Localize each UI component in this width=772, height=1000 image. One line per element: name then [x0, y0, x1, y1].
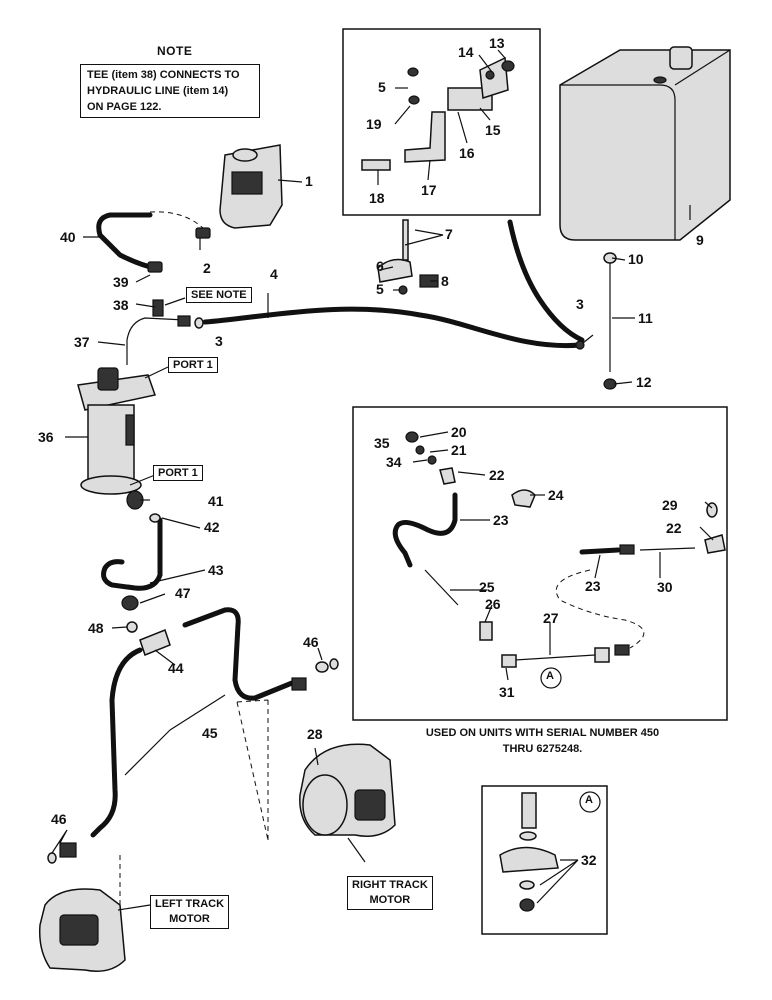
serial-caption-line-1: USED ON UNITS WITH SERIAL NUMBER 450	[425, 727, 660, 739]
detail-a-letter-main: A	[546, 670, 554, 682]
callout-16: 16	[459, 145, 475, 161]
serial-caption-line-2: THRU 6275248.	[502, 743, 583, 755]
hydraulic-tank	[559, 46, 731, 241]
port-1-label-bottom: PORT 1	[153, 465, 203, 481]
callout-40: 40	[60, 229, 76, 245]
serial-detail-inset	[352, 406, 728, 721]
left-track-motor-label: LEFT TRACK MOTOR	[150, 895, 230, 929]
leader-lines	[51, 49, 714, 911]
left-track-motor-line-2: MOTOR	[169, 913, 210, 925]
callout-35: 35	[374, 435, 390, 451]
callout-8: 8	[441, 273, 449, 289]
callout-20: 20	[451, 424, 467, 440]
hose-23	[392, 492, 458, 568]
note-box: TEE (item 38) CONNECTS TO HYDRAULIC LINE…	[80, 64, 260, 118]
callout-3-right: 3	[576, 296, 584, 312]
callout-21: 21	[451, 442, 467, 458]
callout-2: 2	[203, 260, 211, 276]
callout-34: 34	[386, 454, 402, 470]
callout-22-left: 22	[489, 467, 505, 483]
callout-26: 26	[485, 596, 501, 612]
callout-29: 29	[662, 497, 678, 513]
callout-47: 47	[175, 585, 191, 601]
tank-return-hose	[507, 219, 585, 343]
serial-number-caption: USED ON UNITS WITH SERIAL NUMBER 450 THR…	[400, 725, 685, 757]
left-track-motor-line-1: LEFT TRACK	[155, 898, 225, 910]
callout-14: 14	[458, 44, 474, 60]
callout-9: 9	[696, 232, 704, 248]
callout-18: 18	[369, 190, 385, 206]
fittings	[47, 56, 726, 912]
callout-32: 32	[581, 852, 597, 868]
callout-11: 11	[638, 310, 653, 326]
tube-37	[126, 317, 186, 365]
right-track-motor	[299, 743, 396, 837]
callout-42: 42	[204, 519, 220, 535]
callout-44: 44	[168, 660, 184, 676]
callout-28: 28	[307, 726, 323, 742]
port-1-label-top: PORT 1	[168, 357, 218, 373]
callout-48: 48	[88, 620, 104, 636]
callout-46-left: 46	[51, 811, 67, 827]
callout-37: 37	[74, 334, 90, 350]
note-line-3: ON PAGE 122.	[87, 101, 162, 113]
callout-46-right: 46	[303, 634, 319, 650]
callout-5: 5	[376, 281, 384, 297]
detail-a-marker-inset	[579, 791, 601, 813]
callout-36: 36	[38, 429, 54, 445]
hose-43	[101, 517, 163, 591]
right-track-motor-line-1: RIGHT TRACK	[352, 879, 428, 891]
callout-10: 10	[628, 251, 644, 267]
callout-45: 45	[202, 725, 218, 741]
callout-13: 13	[489, 35, 505, 51]
callout-38: 38	[113, 297, 129, 313]
callout-15: 15	[485, 122, 501, 138]
callout-24: 24	[548, 487, 564, 503]
pump-item-1	[219, 144, 283, 229]
callout-12: 12	[636, 374, 652, 390]
callout-25: 25	[479, 579, 495, 595]
detail-a-inset	[481, 785, 608, 935]
note-title: NOTE	[157, 44, 193, 58]
callout-7: 7	[445, 226, 453, 242]
hose-40	[96, 212, 158, 271]
tube-27	[514, 654, 596, 661]
callout-5-inset: 5	[378, 79, 386, 95]
right-track-motor-line-2: MOTOR	[369, 894, 411, 906]
callout-22-right: 22	[666, 520, 682, 536]
note-line-2: HYDRAULIC LINE (item 14)	[87, 85, 229, 97]
callout-19: 19	[366, 116, 382, 132]
callout-1: 1	[305, 173, 313, 189]
callout-30: 30	[657, 579, 673, 595]
note-line-1: TEE (item 38) CONNECTS TO	[87, 69, 240, 81]
right-track-motor-label: RIGHT TRACK MOTOR	[347, 876, 433, 910]
bracket-detail-inset	[342, 28, 541, 216]
hose-4	[202, 306, 583, 349]
filter-assembly-36	[77, 367, 156, 495]
callout-6: 6	[376, 258, 384, 274]
see-note-label: SEE NOTE	[186, 287, 252, 303]
callout-23-right: 23	[585, 578, 601, 594]
callout-41: 41	[208, 493, 224, 509]
callout-23-left: 23	[493, 512, 509, 528]
hose-23-detail	[579, 547, 621, 555]
callout-31: 31	[499, 684, 515, 700]
tube-30	[639, 547, 696, 551]
hose-45	[182, 607, 295, 701]
callout-17: 17	[421, 182, 437, 198]
detail-a-marker-main	[540, 667, 562, 689]
callout-39: 39	[113, 274, 129, 290]
callout-3-left: 3	[215, 333, 223, 349]
callout-4: 4	[270, 266, 278, 282]
callout-27: 27	[543, 610, 559, 626]
callout-43: 43	[208, 562, 224, 578]
hose-45-lower	[90, 647, 143, 838]
detail-a-letter-inset: A	[585, 794, 593, 806]
tube-25	[424, 569, 459, 606]
left-track-motor	[38, 888, 126, 972]
